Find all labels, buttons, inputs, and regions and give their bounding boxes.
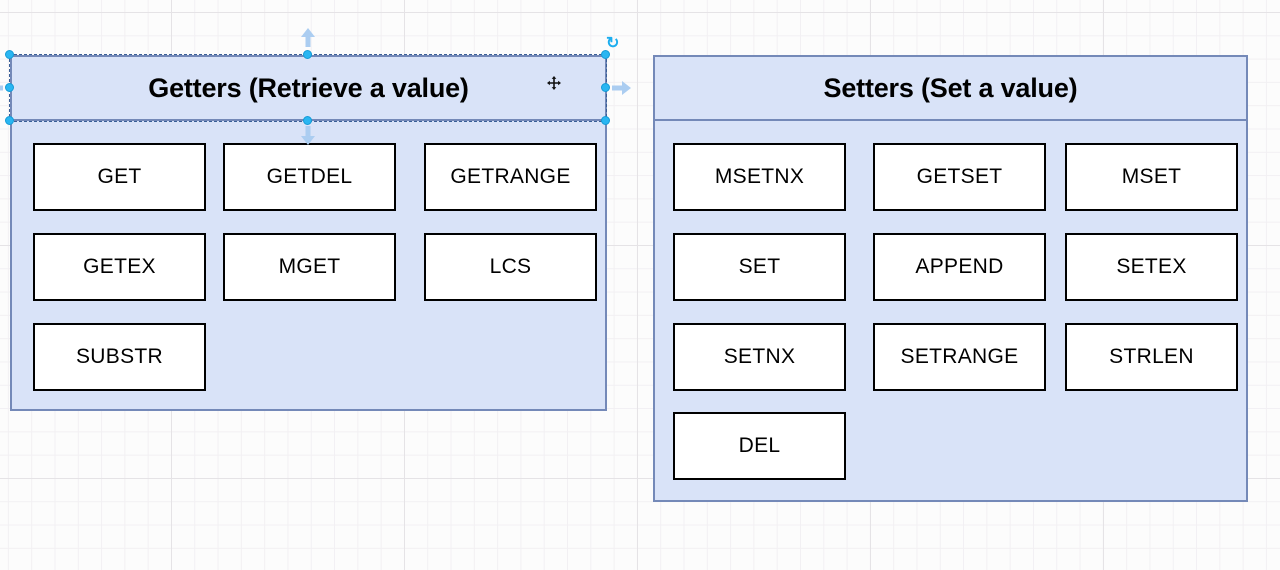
container-setters[interactable]: Setters (Set a value) MSETNX GETSET MSET… <box>653 55 1248 502</box>
node-lcs[interactable]: LCS <box>424 233 597 301</box>
node-setrange[interactable]: SETRANGE <box>873 323 1046 391</box>
node-strlen[interactable]: STRLEN <box>1065 323 1238 391</box>
direction-arrow-up-icon[interactable] <box>300 27 316 47</box>
node-setnx[interactable]: SETNX <box>673 323 846 391</box>
node-del[interactable]: DEL <box>673 412 846 480</box>
selection-handle-se[interactable] <box>601 116 610 125</box>
selection-handle-ne[interactable] <box>601 50 610 59</box>
selection-handle-w[interactable] <box>5 83 14 92</box>
node-msetnx[interactable]: MSETNX <box>673 143 846 211</box>
setters-header[interactable]: Setters (Set a value) <box>655 57 1246 121</box>
selection-handle-nw[interactable] <box>5 50 14 59</box>
selection-handle-e[interactable] <box>601 83 610 92</box>
node-getdel[interactable]: GETDEL <box>223 143 396 211</box>
getters-header[interactable]: Getters (Retrieve a value) <box>12 57 605 121</box>
node-get[interactable]: GET <box>33 143 206 211</box>
node-setex[interactable]: SETEX <box>1065 233 1238 301</box>
rotate-handle-icon[interactable]: ↻ <box>606 35 620 52</box>
node-substr[interactable]: SUBSTR <box>33 323 206 391</box>
direction-arrow-right-icon[interactable] <box>612 80 632 96</box>
selection-handle-sw[interactable] <box>5 116 14 125</box>
node-getrange[interactable]: GETRANGE <box>424 143 597 211</box>
node-set[interactable]: SET <box>673 233 846 301</box>
direction-arrow-down-icon[interactable] <box>300 126 316 146</box>
direction-arrow-left-icon[interactable] <box>0 80 3 96</box>
setters-title: Setters (Set a value) <box>823 72 1078 103</box>
getters-title: Getters (Retrieve a value) <box>148 72 469 103</box>
node-append[interactable]: APPEND <box>873 233 1046 301</box>
move-cursor-icon <box>547 76 561 90</box>
node-mget[interactable]: MGET <box>223 233 396 301</box>
node-getex[interactable]: GETEX <box>33 233 206 301</box>
container-getters[interactable]: Getters (Retrieve a value) GET GETDEL GE… <box>10 55 607 411</box>
selection-handle-s[interactable] <box>303 116 312 125</box>
selection-handle-n[interactable] <box>303 50 312 59</box>
node-mset[interactable]: MSET <box>1065 143 1238 211</box>
node-getset[interactable]: GETSET <box>873 143 1046 211</box>
